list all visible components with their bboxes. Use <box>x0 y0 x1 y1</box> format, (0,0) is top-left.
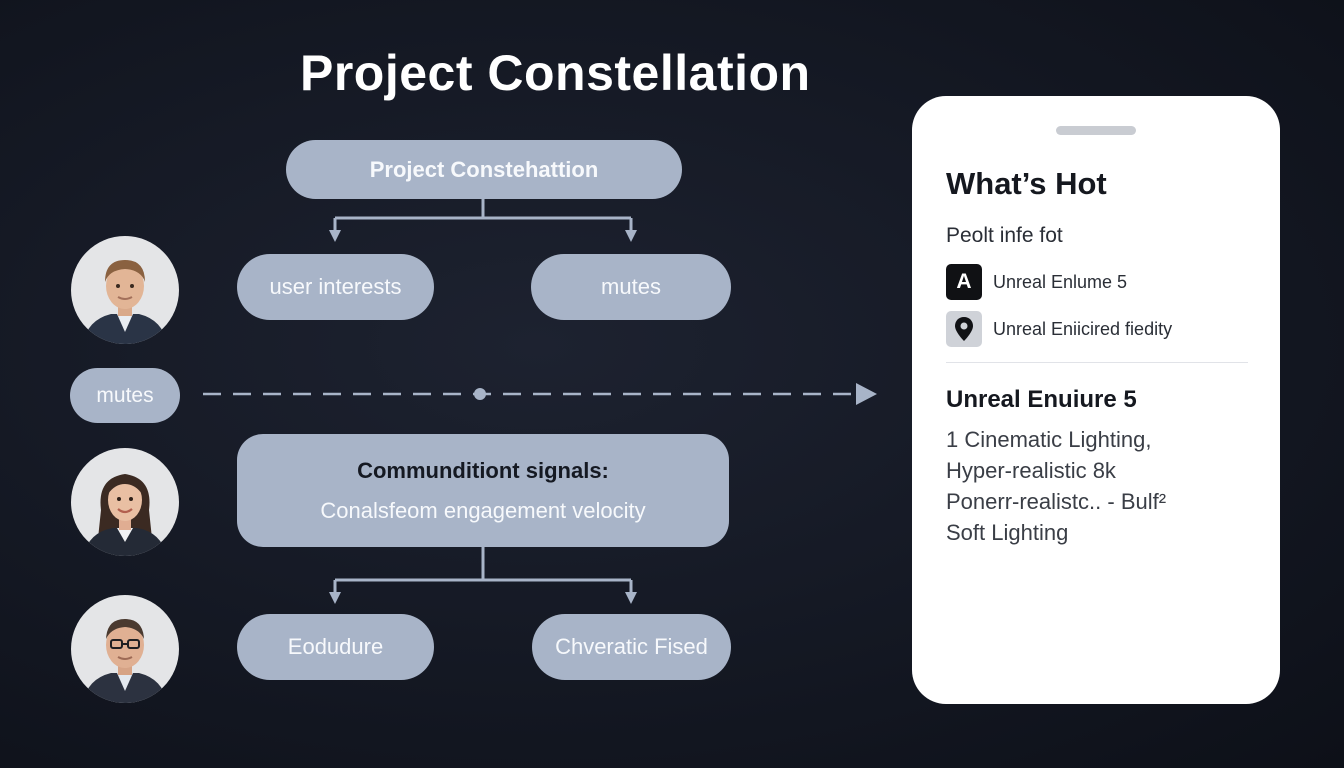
card-title: What’s Hot <box>946 166 1107 201</box>
bottom-branch-connector <box>329 547 637 604</box>
dashed-timeline-connector <box>203 383 877 405</box>
node-user-interests: user interests <box>237 254 434 320</box>
location-pin-icon <box>946 311 982 347</box>
node-mutes: mutes <box>531 254 731 320</box>
avatar-woman <box>71 448 179 556</box>
feature-line: 1 Cinematic Lighting, <box>946 427 1152 452</box>
card-feature-list: 1 Cinematic Lighting, Hyper-realistic 8k… <box>946 424 1166 548</box>
signals-subtext: Conalsfeom engagement velocity <box>320 497 646 523</box>
card-item-label: Unreal Enlume 5 <box>993 271 1128 292</box>
letter-a-icon: A <box>946 264 982 300</box>
avatar-man-2 <box>71 595 179 703</box>
node-bottom-right: Chveratic Fised <box>532 614 731 680</box>
signals-heading: Communditiont signals: <box>357 457 609 483</box>
whats-hot-card: What’s Hot Peolt infe fot A Unreal Enlum… <box>912 96 1280 704</box>
card-section-heading: Unreal Enuiure 5 <box>946 386 1137 413</box>
node-project-root: Project Constehattion <box>286 140 682 199</box>
card-divider <box>946 362 1248 363</box>
top-branch-connector <box>329 198 637 242</box>
node-bottom-left: Eodudure <box>237 614 434 680</box>
side-pill-mutes: mutes <box>70 368 180 423</box>
avatar-man-1 <box>71 236 179 344</box>
feature-line: Soft Lighting <box>946 520 1069 545</box>
card-item-2[interactable]: Unreal Eniicired fiedity <box>946 311 1172 347</box>
page-title: Project Constellation <box>300 45 811 101</box>
feature-line: Hyper-realistic 8k <box>946 458 1116 483</box>
feature-line: Ponerr-realistc.. - Bulf² <box>946 489 1167 514</box>
node-signals: Communditiont signals: Conalsfeom engage… <box>237 434 729 547</box>
card-item-label: Unreal Eniicired fiedity <box>993 318 1173 339</box>
card-item-1[interactable]: A Unreal Enlume 5 <box>946 264 1127 300</box>
drag-handle[interactable] <box>1056 126 1136 135</box>
card-subtitle: Peolt infe fot <box>946 224 1063 247</box>
